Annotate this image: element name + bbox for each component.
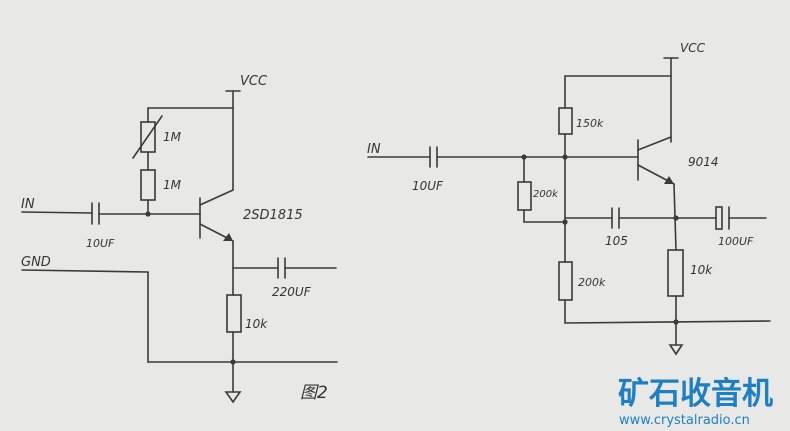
watermark-title: 矿石收音机 xyxy=(618,376,773,412)
transistor-label-9014: 9014 xyxy=(688,155,719,169)
vcc-label-right: VCC xyxy=(680,41,706,55)
gnd-wire-left xyxy=(21,269,149,273)
cap-label-100uf: 100UF xyxy=(718,235,754,248)
resistor-200k-bottom xyxy=(558,261,573,301)
right-circuit: VCC 150k 9014 IN 10UF 200k 105 100UF 200… xyxy=(367,41,771,356)
cap-label-10uf-left: 10UF xyxy=(86,237,115,250)
cap-100uf-plate-a xyxy=(715,206,723,230)
resistor-10k-left xyxy=(226,294,242,333)
ground-rail-right xyxy=(564,320,771,324)
cap-label-10uf-right: 10UF xyxy=(412,179,444,193)
resistor-label-1m-bottom: 1M xyxy=(163,178,182,192)
resistor-label-10k-right: 10k xyxy=(690,263,713,277)
resistor-label-150k: 150k xyxy=(576,117,604,130)
resistor-150k xyxy=(558,107,573,135)
input-label-right: IN xyxy=(367,142,381,157)
watermark-url: www.crystalradio.cn xyxy=(619,413,750,428)
input-wire-left xyxy=(21,211,93,214)
cap-label-105: 105 xyxy=(605,234,628,248)
gnd-label: GND xyxy=(21,255,51,270)
cap-label-220uf: 220UF xyxy=(272,285,312,299)
left-circuit: VCC 1M 1M 2SD1815 IN 10UF GND 220UF 10k … xyxy=(21,74,338,404)
transistor-collector-left xyxy=(199,189,234,206)
transistor-collector-right xyxy=(637,136,672,151)
ground-symbol-right xyxy=(668,344,684,356)
resistor-label-1m-top: 1M xyxy=(163,130,182,144)
figure-label: 图2 xyxy=(300,383,328,403)
resistor-10k-right xyxy=(667,249,684,297)
input-label-left: IN xyxy=(21,197,35,212)
transistor-label-2sd1815: 2SD1815 xyxy=(243,208,303,223)
watermark: 矿石收音机 www.crystalradio.cn xyxy=(618,376,773,428)
resistor-label-10k-left: 10k xyxy=(245,317,268,331)
resistor-1m-bottom xyxy=(140,169,156,201)
emitter-arrow-left xyxy=(223,233,233,241)
resistor-label-200k-bottom: 200k xyxy=(578,276,606,289)
resistor-200k-mid xyxy=(517,181,532,211)
vcc-label-left: VCC xyxy=(240,74,268,89)
ground-symbol-left xyxy=(224,391,242,404)
emitter-arrow-right xyxy=(664,176,674,184)
resistor-label-200k-mid: 200k xyxy=(533,189,559,200)
variable-arrow-stroke xyxy=(132,115,163,159)
